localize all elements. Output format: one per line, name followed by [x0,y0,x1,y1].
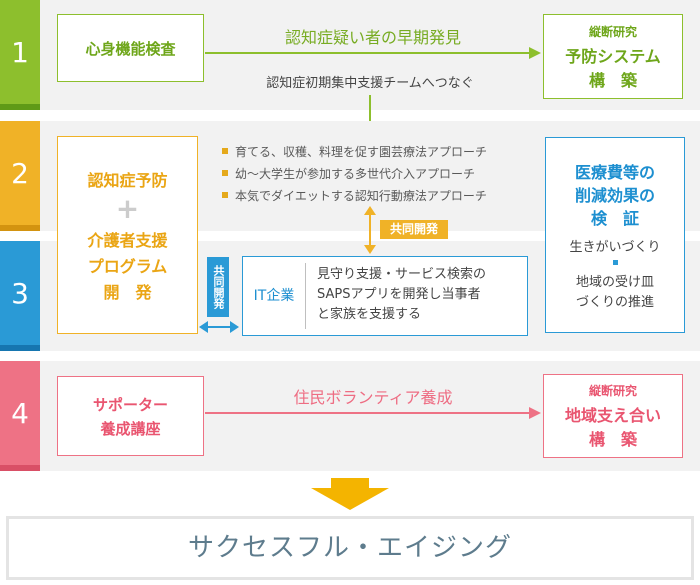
row4-number: 4 [0,361,40,465]
row1-right-line3: 構 築 [588,70,637,90]
it-desc-line1: 見守り支援・サービス検索の [317,267,487,282]
row2-right-title2: 削減効果の [574,186,655,205]
result-down-arrow [311,478,389,510]
bullet-square-icon [222,170,228,176]
row1-right-line1: 縦断研究 [588,24,637,39]
row4-left-box: サポーター 養成講座 [57,376,204,456]
joint-vertical-arrow [364,206,376,254]
row4-right-line1: 縦断研究 [588,384,637,398]
row3-number-accent [0,345,40,351]
list-item: 本気でダイエットする認知行動療法アプローチ [222,184,532,206]
row2-left-line2: 介護者支援 [87,231,168,250]
bullet-square-icon [222,148,228,154]
row1-arrow [205,47,541,59]
bullet-text: 本気でダイエットする認知行動療法アプローチ [235,188,487,203]
it-desc-line2: SAPSアプリを開発し当事者 [317,287,481,302]
row2-number: 2 [0,121,40,225]
row2-right-title3: 検 証 [590,209,639,228]
row4-right-box: 縦断研究 地域支え合い 構 築 [543,374,683,458]
joint-label-horizontal: 共同開発 [380,220,448,239]
row4-left-line2: 養成講座 [100,419,161,438]
result-box: サクセスフル・エイジング [6,516,694,580]
bullet-square-icon [222,192,228,198]
row2-left-line3: プログラム [87,257,168,276]
bullet-text: 幼～大学生が参加する多世代介入アプローチ [235,166,476,181]
it-divider [305,263,306,329]
row2-bullet-list: 育てる、収穫、料理を促す園芸療法アプローチ 幼～大学生が参加する多世代介入アプロ… [222,140,532,206]
row1-arrow-label: 認知症疑い者の早期発見 [284,28,461,47]
row2-right-box: 医療費等の 削減効果の 検 証 生きがいづくり 地域の受け皿 づくりの推進 [545,137,685,333]
row3-number: 3 [0,241,40,345]
joint-label-vertical-text: 共同開発 [212,265,225,309]
row2-left-line4: 開 発 [103,283,152,302]
row4-arrow [205,407,541,419]
row1-number: 1 [0,0,40,104]
list-item: 幼～大学生が参加する多世代介入アプローチ [222,162,532,184]
row4-right-line3: 構 築 [588,430,637,449]
joint-horizontal-arrow [199,321,239,333]
row1-number-accent [0,104,40,110]
plus-icon: + [115,192,140,225]
row4-right-line2: 地域支え合い [564,406,661,425]
row2-right-item2-line1: 地域の受け皿 [575,275,654,290]
result-text: サクセスフル・エイジング [187,533,512,563]
row4-left-line1: サポーター [92,395,168,414]
row1-left-box: 心身機能検査 [57,14,204,82]
it-desc-line3: と家族を支援する [317,307,422,322]
row4-number-accent [0,465,40,471]
row4-arrow-label: 住民ボランティア養成 [293,388,453,407]
row2-left-box: 認知症予防 + 介護者支援 プログラム 開 発 [57,136,198,334]
row2-left-line1: 認知症予防 [87,171,168,190]
joint-label-vertical: 共同開発 [207,257,229,317]
it-description: 見守り支援・サービス検索の SAPSアプリを開発し当事者 と家族を支援する [317,265,523,325]
row1-right-box: 縦断研究 予防システム 構 築 [543,14,683,99]
row1-left-label: 心身機能検査 [85,39,176,58]
bullet-text: 育てる、収穫、料理を促す園芸療法アプローチ [235,144,488,159]
row2-number-accent [0,225,40,231]
row1-right-line2: 予防システム [565,46,661,66]
row1-sub-label: 認知症初期集中支援チームへつなぐ [266,76,474,91]
separator-dot-icon [613,260,618,265]
row2-right-title1: 医療費等の [574,163,655,182]
it-company-label: IT企業 [253,288,295,304]
list-item: 育てる、収穫、料理を促す園芸療法アプローチ [222,140,532,162]
row2-right-item1: 生きがいづくり [569,240,661,255]
it-company-box: IT企業 見守り支援・サービス検索の SAPSアプリを開発し当事者 と家族を支援… [242,256,528,336]
row2-right-item2-line2: づくりの推進 [575,295,654,310]
